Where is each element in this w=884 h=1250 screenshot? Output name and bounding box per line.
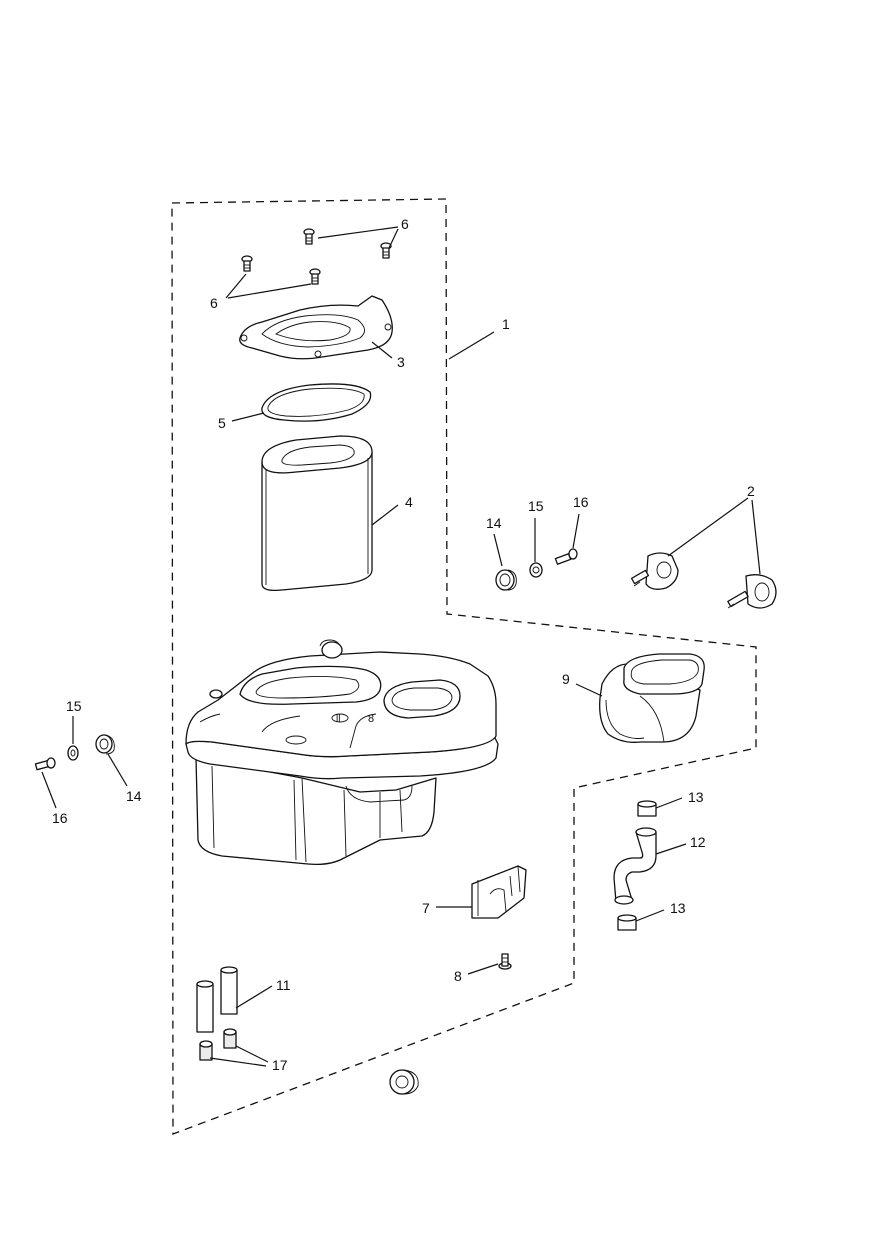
drain-tube-11-left bbox=[196, 980, 214, 1033]
callout-8: 8 bbox=[454, 968, 462, 984]
spigot-2-left bbox=[630, 552, 679, 590]
cap-13-top bbox=[637, 800, 657, 817]
grommet-14-right bbox=[495, 569, 517, 591]
callout-16-right: 16 bbox=[573, 494, 589, 510]
screw-6-left bbox=[241, 255, 253, 272]
callout-14-right: 14 bbox=[486, 515, 502, 531]
cover-plate-3 bbox=[239, 295, 393, 360]
svg-text:ll: ll bbox=[336, 714, 340, 725]
air-filter-element-4 bbox=[261, 435, 373, 592]
callout-11: 11 bbox=[276, 977, 291, 993]
airbox-housing: ll 8 bbox=[185, 639, 499, 866]
callout-7: 7 bbox=[422, 900, 430, 916]
callout-1: 1 bbox=[502, 316, 510, 332]
screw-8 bbox=[498, 953, 512, 970]
assembly-boundary bbox=[171, 198, 757, 1135]
seal-ring-5 bbox=[261, 383, 372, 422]
bolt-16-left bbox=[34, 757, 56, 771]
grommet-14-left bbox=[95, 734, 115, 755]
callout-6-left: 6 bbox=[210, 295, 218, 311]
screw-6-top-left bbox=[303, 228, 315, 245]
intake-boot-9 bbox=[599, 653, 705, 743]
callout-3: 3 bbox=[397, 354, 405, 370]
callout-13-bottom: 13 bbox=[670, 900, 686, 916]
grommet-bottom bbox=[389, 1069, 419, 1095]
spigot-2-right bbox=[727, 574, 777, 609]
callout-13-top: 13 bbox=[688, 789, 704, 805]
bolt-16-right bbox=[554, 548, 578, 565]
screw-6-top-right bbox=[380, 242, 392, 259]
callout-9: 9 bbox=[562, 671, 570, 687]
screw-6-mid bbox=[309, 268, 321, 285]
bracket-7 bbox=[471, 865, 527, 919]
callout-5: 5 bbox=[218, 415, 226, 431]
plug-17-right bbox=[223, 1028, 237, 1049]
spacer-15-right bbox=[529, 562, 543, 578]
callout-16-left: 16 bbox=[52, 810, 68, 826]
hose-12 bbox=[613, 827, 657, 905]
callout-15-left: 15 bbox=[66, 698, 82, 714]
callout-15-right: 15 bbox=[528, 498, 544, 514]
svg-text:8: 8 bbox=[368, 713, 374, 725]
plug-17-left bbox=[199, 1040, 213, 1061]
callout-2: 2 bbox=[747, 483, 755, 499]
callout-17: 17 bbox=[272, 1057, 288, 1073]
callout-4: 4 bbox=[405, 494, 413, 510]
callout-12: 12 bbox=[690, 834, 706, 850]
callout-6-top: 6 bbox=[401, 216, 409, 232]
cap-13-bottom bbox=[617, 914, 637, 931]
callout-14-left: 14 bbox=[126, 788, 142, 804]
spacer-15-left bbox=[67, 745, 79, 761]
drain-tube-11-right bbox=[220, 966, 238, 1015]
